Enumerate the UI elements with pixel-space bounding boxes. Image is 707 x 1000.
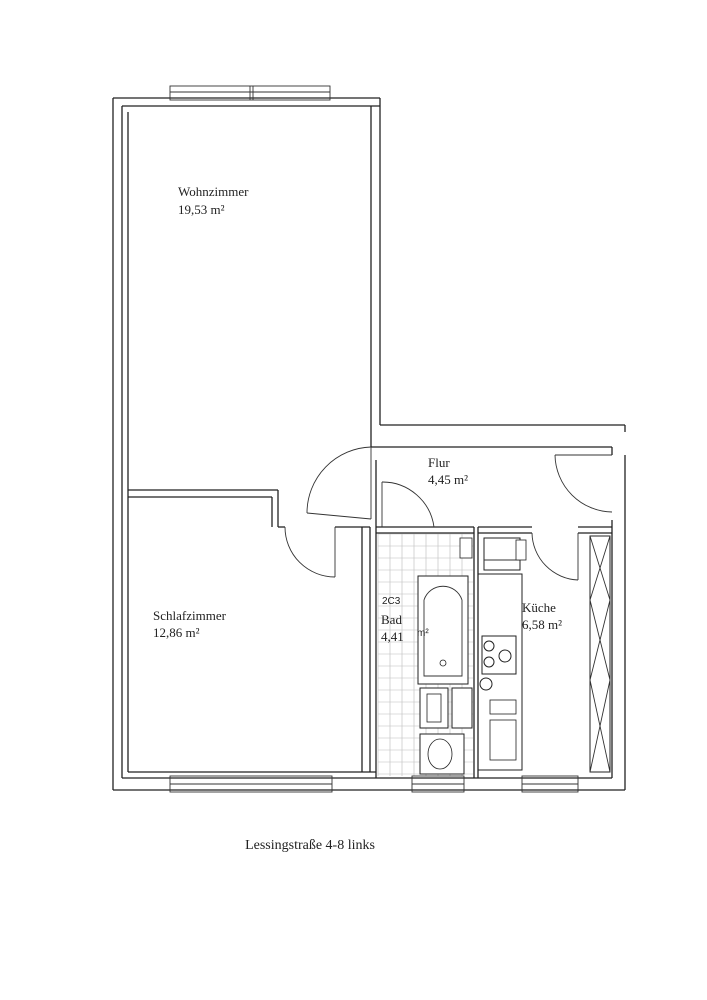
room-label-kueche: Küche 6,58 m² <box>522 600 562 632</box>
room-label-flur: Flur 4,45 m² <box>428 455 468 487</box>
exterior-walls <box>112 97 626 791</box>
kitchen-fixtures <box>477 535 611 773</box>
room-label-wohnzimmer: Wohnzimmer 19,53 m² <box>178 184 249 217</box>
room-name: Flur <box>428 455 450 470</box>
room-name: Schlafzimmer <box>153 608 227 623</box>
windows <box>169 85 579 793</box>
room-label-bad: 2C3 Bad 4,41 m² <box>381 596 429 644</box>
room-label-schlafzimmer: Schlafzimmer 12,86 m² <box>153 608 227 640</box>
doors <box>284 446 613 581</box>
room-name: Küche <box>522 600 556 615</box>
room-marker: 2C3 <box>382 596 401 607</box>
address-caption: Lessingstraße 4-8 links <box>245 838 375 853</box>
room-area: 12,86 m² <box>153 625 200 640</box>
room-area: 6,58 m² <box>522 617 562 632</box>
room-name: Wohnzimmer <box>178 184 249 199</box>
room-area-unit: m² <box>417 628 429 639</box>
room-area: 4,41 <box>381 629 404 644</box>
bathroom-fixtures <box>417 537 473 775</box>
room-area: 4,45 m² <box>428 472 468 487</box>
room-name: Bad <box>381 612 402 627</box>
room-area: 19,53 m² <box>178 202 225 217</box>
